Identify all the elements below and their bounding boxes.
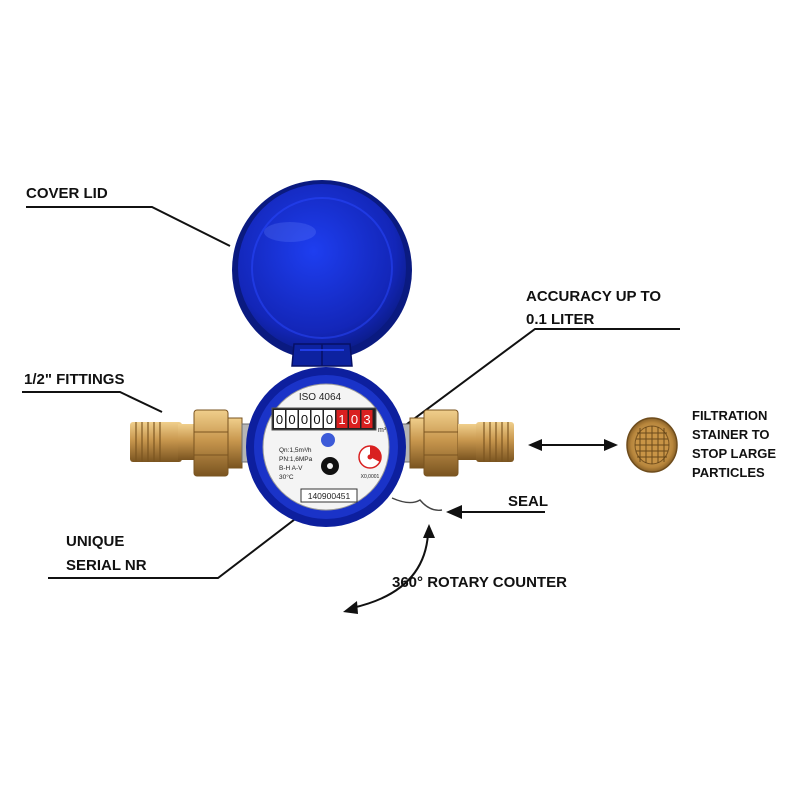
odometer-cell — [336, 410, 348, 428]
odometer-digit: 3 — [363, 412, 370, 427]
odometer-cell — [286, 410, 298, 428]
filtration-label-line3: STOP LARGE — [692, 445, 777, 461]
odometer-cell — [299, 410, 310, 428]
odometer-cell — [274, 410, 285, 428]
odometer-cell — [349, 410, 360, 428]
spec-line-2: PN:1,6MPa — [279, 456, 313, 463]
spec-line-4: 30°C — [279, 473, 294, 481]
filter-strainer — [626, 417, 678, 473]
seal-wire — [391, 497, 443, 511]
fittings-callout — [22, 391, 163, 413]
serial-label: UNIQUE SERIAL NR — [66, 532, 147, 575]
odometer-digit: 0 — [351, 412, 358, 427]
serial-label-line2: SERIAL NR — [66, 556, 147, 574]
odometer-cell — [324, 410, 335, 428]
cover-lid-callout — [26, 206, 231, 247]
odometer-cell — [311, 410, 323, 428]
unit-text: m³ — [378, 427, 387, 434]
left-fitting — [130, 409, 257, 477]
fittings-label: 1/2" FITTINGS — [24, 371, 125, 388]
spec-line-1: Qn:1,5m³/h — [279, 447, 312, 454]
odometer-cell — [361, 410, 373, 428]
serial-box — [300, 488, 358, 503]
filtration-label-line1: FILTRATION — [692, 408, 768, 423]
odometer-digit: 0 — [288, 412, 295, 427]
standard-text: ISO 4064 — [299, 392, 342, 403]
accuracy-label-line2: 0.1 LITER — [526, 310, 595, 328]
filter-double-arrow — [528, 439, 618, 451]
spec-line-3: B-H A-V — [279, 465, 303, 472]
flow-indicator-icon — [321, 433, 335, 447]
odometer-digit: 1 — [338, 412, 345, 427]
rotary-counter-label: 360° ROTARY COUNTER — [392, 574, 567, 591]
filtration-label: FILTRATION STAINER TO STOP LARGE PARTICL… — [692, 407, 776, 482]
star-wheel-icon — [321, 457, 339, 475]
odometer-digit: 0 — [301, 412, 308, 427]
accuracy-label-line1: ACCURACY UP TO — [526, 288, 662, 305]
small-dial-text: X0,0001 — [361, 474, 380, 480]
seal-label: SEAL — [508, 493, 549, 510]
serial-callout — [48, 499, 321, 579]
accuracy-label: ACCURACY UP TO 0.1 LITER — [526, 287, 661, 329]
right-fitting — [397, 409, 514, 477]
lid-hinge — [291, 343, 353, 367]
odometer-digit: 0 — [326, 412, 333, 427]
serial-number: 140900451 — [308, 491, 351, 501]
serial-label-line1: UNIQUE — [66, 533, 125, 550]
liter-counter-dial — [358, 445, 382, 469]
cover-lid[interactable] — [232, 180, 412, 360]
odometer-digit: 0 — [276, 412, 283, 427]
odometer-digit: 0 — [313, 412, 320, 427]
seal-arrowhead — [446, 505, 462, 519]
rotary-arc-arrow — [343, 524, 435, 614]
filtration-label-line2: STAINER TO — [692, 426, 770, 442]
filtration-label-line4: PARTICLES — [692, 464, 765, 480]
cover-lid-label: COVER LID — [26, 185, 108, 202]
